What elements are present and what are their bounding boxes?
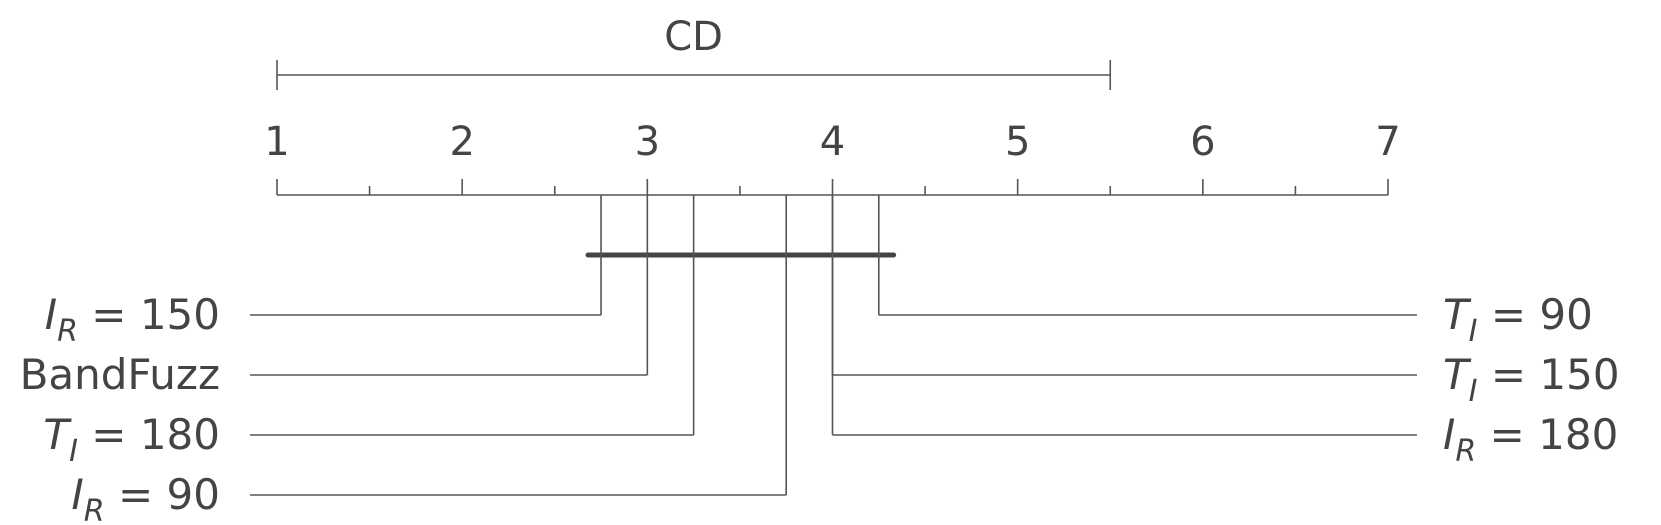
method-label-rest: = 90 (105, 470, 220, 519)
method-connector (250, 195, 788, 496)
method-label: BandFuzz (20, 350, 220, 399)
method-connector (831, 195, 1417, 436)
method-label-rest: = 180 (78, 410, 220, 459)
method-connector (877, 195, 1417, 316)
method-label: IR = 180 (1443, 410, 1618, 469)
method-label-var: T (43, 410, 72, 459)
cd-bar (276, 60, 1112, 90)
method-label-sub: R (1455, 434, 1476, 469)
method-label-var: I (45, 290, 57, 339)
method-label-var: T (1443, 290, 1472, 339)
method-label-sub: I (69, 434, 78, 469)
tick-label: 6 (1190, 119, 1215, 165)
method-label-var: I (71, 470, 83, 519)
method-connector (831, 195, 1417, 376)
method-label-rest: = 150 (1478, 350, 1620, 399)
tick-label: 7 (1375, 119, 1400, 165)
method-label-var: T (1443, 350, 1472, 399)
tick-label: 4 (820, 119, 845, 165)
method-label: TI = 180 (43, 410, 220, 469)
tick-label: 3 (635, 119, 660, 165)
cd-label: CD (664, 14, 723, 60)
method-label-sub: R (84, 494, 105, 525)
tick-label: 1 (264, 119, 289, 165)
method-label: IR = 90 (71, 470, 220, 525)
method-label-var: I (1443, 410, 1455, 459)
method-label-rest: = 180 (1476, 410, 1618, 459)
method-label: TI = 150 (1443, 350, 1620, 409)
method-label-rest: = 150 (78, 290, 220, 339)
method-label: TI = 90 (1443, 290, 1593, 349)
method-connector (250, 195, 602, 316)
method-label-sub: I (1469, 314, 1478, 349)
method-label-sub: R (57, 314, 78, 349)
method-label: IR = 150 (45, 290, 220, 349)
tick-label: 2 (449, 119, 474, 165)
method-label-sub: I (1469, 374, 1478, 409)
method-label-rest: = 90 (1478, 290, 1593, 339)
rank-axis: 1 2 3 4 5 6 7 (264, 119, 1401, 196)
tick-label: 5 (1005, 119, 1030, 165)
method-connector (250, 195, 695, 436)
method-connector (250, 195, 649, 376)
